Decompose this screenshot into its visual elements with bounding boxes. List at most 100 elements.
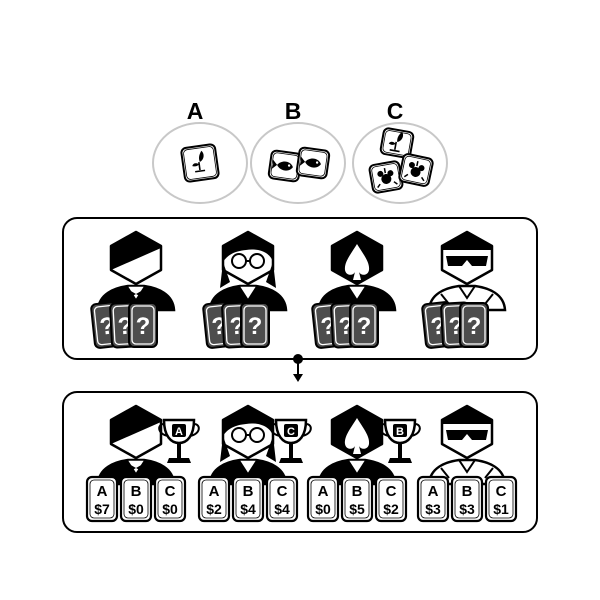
bid-item-label: A: [209, 483, 220, 500]
bug-icon: [377, 168, 398, 189]
bid-card: A$3: [416, 475, 450, 523]
bid-value: $0: [128, 501, 144, 517]
bid-card: C$2: [374, 475, 408, 523]
item-b: B: [250, 98, 346, 204]
plant-sprout-icon: [388, 131, 404, 153]
trophy-label: C: [287, 426, 295, 438]
glasses-icon: [231, 253, 247, 269]
trophy-label: B: [396, 426, 404, 438]
player-revealed-1: AA$7B$0C$0: [85, 404, 200, 523]
fish-icon: [299, 156, 321, 168]
hidden-card-text: ?: [248, 313, 263, 340]
player-hidden-2: ???: [202, 230, 288, 349]
item-c: C: [352, 98, 448, 204]
item-a: A: [152, 98, 248, 204]
bid-value: $0: [162, 501, 178, 517]
sunglasses-icon: [446, 256, 488, 266]
item-tile: [180, 143, 220, 183]
fish-icon: [271, 159, 293, 171]
trophy-icon: C: [270, 418, 312, 463]
hidden-card: ?: [349, 302, 379, 348]
items-row: A B C: [152, 98, 448, 204]
player-hidden-4: ???: [421, 230, 507, 349]
collar: [237, 285, 259, 302]
bid-item-label: A: [318, 483, 329, 500]
item-label: C: [387, 98, 404, 124]
bid-item-label: C: [165, 483, 176, 500]
bid-card: B$5: [340, 475, 374, 523]
hidden-card-text: ?: [357, 313, 372, 340]
players-revealed-row: AA$7B$0C$0CA$2B$4C$4BA$0B$5C$2A$3B$3C$1: [85, 404, 518, 523]
bid-item-label: A: [97, 483, 108, 500]
hidden-card: ?: [128, 302, 158, 348]
bid-card: A$2: [197, 475, 231, 523]
bid-value: $3: [425, 501, 441, 517]
bid-card: C$0: [153, 475, 187, 523]
bid-item-label: B: [243, 483, 254, 500]
spade-icon: [344, 418, 370, 454]
hair: [223, 406, 273, 436]
glasses-icon: [231, 427, 247, 443]
bid-card: B$4: [231, 475, 265, 523]
bid-value: $4: [240, 501, 256, 517]
bid-item-label: B: [462, 483, 473, 500]
bid-card: A$0: [306, 475, 340, 523]
player-hidden-3: ???: [311, 230, 397, 349]
hidden-card: ?: [459, 302, 489, 348]
player-revealed-2: CA$2B$4C$4: [197, 404, 312, 523]
avatar-half-black-face: [96, 404, 176, 486]
bid-value: $2: [383, 501, 399, 517]
bug-icon: [403, 161, 425, 182]
bid-value: $0: [315, 501, 331, 517]
item-label: B: [285, 98, 302, 124]
item-tile: [398, 153, 434, 187]
collar: [346, 459, 368, 476]
player-hidden-1: ???: [90, 230, 176, 349]
bid-value: $1: [493, 501, 509, 517]
hidden-card-text: ?: [136, 313, 151, 340]
bid-item-label: C: [277, 483, 288, 500]
bid-card: B$0: [119, 475, 153, 523]
plant-sprout-icon: [192, 150, 206, 173]
collar: [237, 459, 259, 476]
avatar-spade-face: [317, 404, 397, 486]
trophy-label: A: [175, 426, 183, 438]
bowtie: [129, 464, 143, 472]
players-hidden-row: ????????????: [90, 230, 507, 349]
bid-value: $7: [94, 501, 110, 517]
bid-card: C$4: [265, 475, 299, 523]
bid-item-label: B: [131, 483, 142, 500]
bid-value: $2: [206, 501, 222, 517]
bid-item-label: A: [428, 483, 439, 500]
hidden-card-text: ?: [467, 313, 482, 340]
item-tile: [368, 160, 404, 194]
avatar-sunglasses-face: [427, 404, 507, 486]
item-label: A: [187, 98, 204, 124]
player-revealed-3: BA$0B$5C$2: [306, 404, 421, 523]
bid-value: $3: [459, 501, 475, 517]
bid-card: B$3: [450, 475, 484, 523]
hair: [442, 406, 492, 424]
bowtie: [129, 290, 143, 298]
trophy-icon: A: [158, 418, 200, 463]
collar: [346, 285, 368, 302]
reveal-arrow: [293, 354, 303, 382]
bid-card: A$7: [85, 475, 119, 523]
player-revealed-4: A$3B$3C$1: [416, 404, 518, 523]
bid-card: C$1: [484, 475, 518, 523]
hair: [223, 232, 273, 262]
bid-value: $4: [274, 501, 290, 517]
hair: [442, 232, 492, 250]
bid-item-label: C: [496, 483, 507, 500]
spade-icon: [344, 244, 370, 280]
bid-value: $5: [349, 501, 365, 517]
item-tile: [379, 127, 415, 159]
item-tile: [267, 149, 303, 183]
bid-item-label: C: [386, 483, 397, 500]
avatar-glasses-face: [208, 404, 288, 486]
item-tile: [295, 146, 331, 180]
sunglasses-icon: [446, 430, 488, 440]
trophy-icon: B: [379, 418, 421, 463]
hidden-card: ?: [240, 302, 270, 348]
